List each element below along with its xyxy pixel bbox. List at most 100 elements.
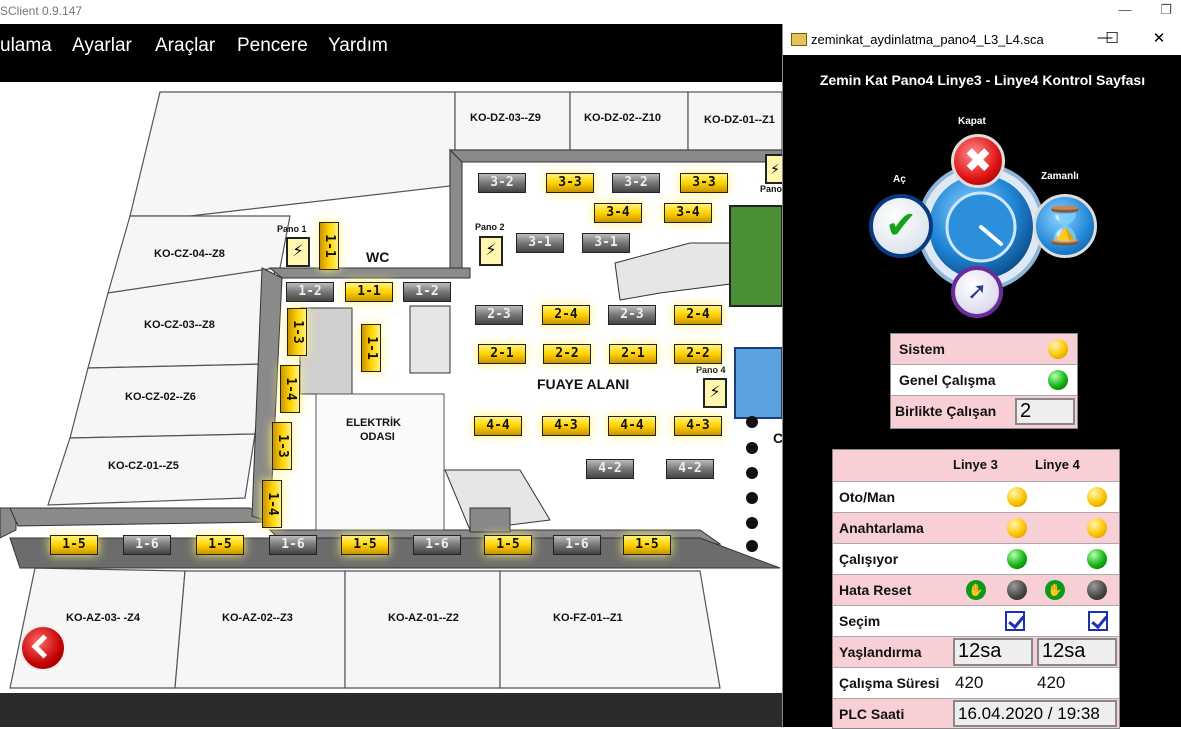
app-title: SClient 0.9.147 <box>0 4 83 18</box>
runtime-l4-value: 420 <box>1037 673 1066 692</box>
aging-l4-value[interactable]: 12sa <box>1037 638 1117 666</box>
row-switching-label: Anahtarlama <box>839 520 924 536</box>
room-ko-cz-02[interactable]: KO-CZ-02--Z6 <box>125 391 196 403</box>
close-system-button[interactable]: ✖ <box>951 134 1005 188</box>
menu-item-yardim[interactable]: Yardım <box>328 35 388 56</box>
col-linye3: Linye 3 <box>953 457 998 472</box>
reset-l3-led <box>1007 580 1027 600</box>
folder-icon <box>791 33 807 46</box>
light-3-3-a[interactable]: 3-3 <box>546 173 594 193</box>
together-value[interactable]: 2 <box>1015 398 1075 425</box>
pano1-icon[interactable]: ⚡ <box>286 237 310 267</box>
open-system-button[interactable]: ✔ <box>869 194 933 258</box>
pano4-icon[interactable]: ⚡ <box>703 378 727 408</box>
light-1-1-v2[interactable]: 1-1 <box>361 324 381 372</box>
light-1-5-c[interactable]: 1-5 <box>341 535 389 555</box>
running-l3-led <box>1007 549 1027 569</box>
light-1-5-e[interactable]: 1-5 <box>623 535 671 555</box>
room-ko-cz-01[interactable]: KO-CZ-01--Z5 <box>108 460 179 472</box>
light-1-6-b[interactable]: 1-6 <box>269 535 317 555</box>
light-3-4-b[interactable]: 3-4 <box>664 203 712 223</box>
menu-item-uygulama[interactable]: ulama <box>0 35 52 56</box>
system-led <box>1048 339 1068 359</box>
light-1-3-v2[interactable]: 1-3 <box>272 422 292 470</box>
light-4-2-a[interactable]: 4-2 <box>586 459 634 479</box>
light-1-2-b[interactable]: 1-2 <box>403 282 451 302</box>
light-4-3-a[interactable]: 4-3 <box>542 416 590 436</box>
pano2-icon[interactable]: ⚡ <box>479 236 503 266</box>
light-1-5-b[interactable]: 1-5 <box>196 535 244 555</box>
light-1-3-v1[interactable]: 1-3 <box>287 308 307 356</box>
light-2-1-a[interactable]: 2-1 <box>478 344 526 364</box>
light-1-6-c[interactable]: 1-6 <box>413 535 461 555</box>
light-2-1-b[interactable]: 2-1 <box>609 344 657 364</box>
light-3-2-a[interactable]: 3-2 <box>478 173 526 193</box>
light-2-3-b[interactable]: 2-3 <box>608 305 656 325</box>
general-label: Genel Çalışma <box>899 372 996 388</box>
light-1-1-v1[interactable]: 1-1 <box>319 222 339 270</box>
light-1-4-v2[interactable]: 1-4 <box>262 480 282 528</box>
room-ko-az-03[interactable]: KO-AZ-03- -Z4 <box>66 612 140 624</box>
light-1-1-a[interactable]: 1-1 <box>345 282 393 302</box>
menu-item-ayarlar[interactable]: Ayarlar <box>72 35 132 56</box>
pano3-icon[interactable]: ⚡ <box>765 154 785 184</box>
row-aging-label: Yaşlandırma <box>839 644 922 660</box>
room-ko-dz-03[interactable]: KO-DZ-03--Z9 <box>470 112 541 124</box>
light-1-5-d[interactable]: 1-5 <box>484 535 532 555</box>
reset-l4-hand-icon[interactable]: ✋ <box>1045 580 1065 600</box>
light-4-2-b[interactable]: 4-2 <box>666 459 714 479</box>
light-3-1-b[interactable]: 3-1 <box>582 233 630 253</box>
oto-man-l3-led <box>1007 487 1027 507</box>
light-4-3-b[interactable]: 4-3 <box>674 416 722 436</box>
light-3-3-b[interactable]: 3-3 <box>680 173 728 193</box>
app-titlebar: SClient 0.9.147 — ❐ <box>0 0 1181 24</box>
label-pano1: Pano 1 <box>277 224 307 234</box>
popup-close-button[interactable]: ✕ <box>1152 30 1166 47</box>
select-l4-checkbox[interactable] <box>1088 611 1108 631</box>
row-running-label: Çalışıyor <box>839 551 899 567</box>
gauge-button[interactable]: ➚ <box>951 266 1003 318</box>
light-3-4-a[interactable]: 3-4 <box>594 203 642 223</box>
light-4-4-b[interactable]: 4-4 <box>608 416 656 436</box>
light-1-4-v1[interactable]: 1-4 <box>280 365 300 413</box>
light-2-2-b[interactable]: 2-2 <box>674 344 722 364</box>
light-2-3-a[interactable]: 2-3 <box>475 305 523 325</box>
light-2-4-a[interactable]: 2-4 <box>542 305 590 325</box>
menu-bar: ulama Ayarlar Araçlar Pencere Yardım <box>0 24 782 68</box>
back-button[interactable] <box>20 625 66 671</box>
light-4-4-a[interactable]: 4-4 <box>474 416 522 436</box>
minimize-button[interactable]: — <box>1118 2 1132 17</box>
light-1-2-a[interactable]: 1-2 <box>286 282 334 302</box>
label-pano4: Pano 4 <box>696 365 726 375</box>
select-l3-checkbox[interactable] <box>1005 611 1025 631</box>
popup-maximize-button[interactable]: ☐ <box>1105 30 1119 47</box>
room-ko-dz-01[interactable]: KO-DZ-01--Z1 <box>704 114 775 126</box>
floor-plan-area: KO-DZ-03--Z9 KO-DZ-02--Z10 KO-DZ-01--Z1 … <box>0 68 785 727</box>
light-1-6-a[interactable]: 1-6 <box>123 535 171 555</box>
label-partial-c: C <box>773 430 784 446</box>
light-2-2-a[interactable]: 2-2 <box>543 344 591 364</box>
light-2-4-b[interactable]: 2-4 <box>674 305 722 325</box>
light-3-1-a[interactable]: 3-1 <box>516 233 564 253</box>
popup-title: zeminkat_aydinlatma_pano4_L3_L4.sca <box>811 32 1044 47</box>
room-ko-fz-01[interactable]: KO-FZ-01--Z1 <box>553 612 623 624</box>
light-3-2-b[interactable]: 3-2 <box>612 173 660 193</box>
room-ko-dz-02[interactable]: KO-DZ-02--Z10 <box>584 112 662 124</box>
menu-item-pencere[interactable]: Pencere <box>237 35 308 56</box>
reset-l3-hand-icon[interactable]: ✋ <box>966 580 986 600</box>
lines-table: Linye 3 Linye 4 Oto/Man Anahtarlama Çalı… <box>832 449 1120 729</box>
popup-minimize-button[interactable]: — <box>1097 29 1113 46</box>
room-electric-2: ODASI <box>360 431 395 443</box>
room-ko-cz-04[interactable]: KO-CZ-04--Z8 <box>154 248 225 260</box>
aging-l3-value[interactable]: 12sa <box>953 638 1033 666</box>
close-label: Kapat <box>958 116 986 127</box>
restore-button[interactable]: ❐ <box>1160 2 1172 17</box>
menu-item-araclar[interactable]: Araçlar <box>155 35 216 56</box>
room-ko-az-02[interactable]: KO-AZ-02--Z3 <box>222 612 293 624</box>
room-ko-az-01[interactable]: KO-AZ-01--Z2 <box>388 612 459 624</box>
room-ko-cz-03[interactable]: KO-CZ-03--Z8 <box>144 319 215 331</box>
light-1-6-d[interactable]: 1-6 <box>553 535 601 555</box>
timed-system-button[interactable]: ⌛ <box>1033 194 1097 258</box>
room-grid <box>9 91 782 689</box>
light-1-5-a[interactable]: 1-5 <box>50 535 98 555</box>
